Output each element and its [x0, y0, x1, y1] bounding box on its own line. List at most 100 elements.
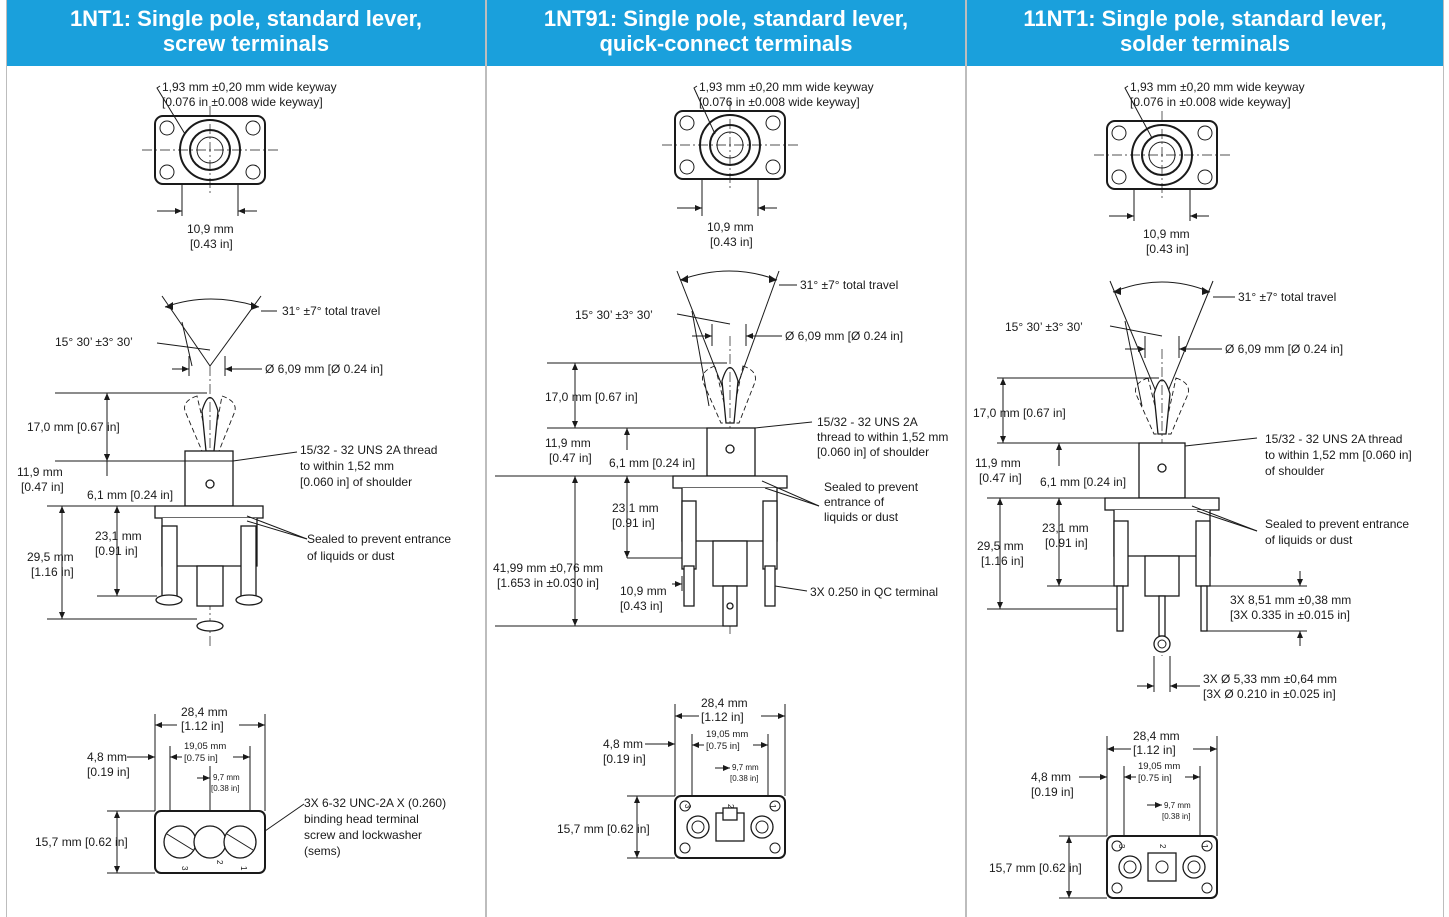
- panel-header: 1NT91: Single pole, standard lever, quic…: [487, 0, 965, 66]
- top-view: 1,93 mm ±0,20 mm wide keyway [0.076 in ±…: [662, 80, 874, 249]
- dimension-drawing: 1,93 mm ±0,20 mm wide keyway [0.076 in ±…: [493, 80, 948, 859]
- qc-in: [0.43 in]: [620, 599, 663, 613]
- width28-in: [1.12 in]: [701, 710, 744, 724]
- total-in: [1.16 in]: [31, 565, 74, 579]
- half-in: [0.38 in]: [1162, 812, 1190, 821]
- keyway-mm: 1,93 mm ±0,20 mm wide keyway: [162, 80, 337, 94]
- thread-line2: to within 1,52 mm [0.060 in]: [1265, 448, 1412, 462]
- panel-title-line2: solder terminals: [1120, 31, 1290, 56]
- dimension-drawing: 1,93 mm ±0,20 mm wide keyway [0.076 in ±…: [17, 80, 451, 874]
- pin-1: 1: [768, 804, 777, 809]
- bushing-in: [0.47 in]: [979, 471, 1022, 485]
- half-mm: 9,7 mm: [732, 763, 759, 772]
- terminal-line3: screw and lockwasher: [304, 828, 422, 842]
- edge-in: [0.19 in]: [87, 765, 130, 779]
- pitch-mm: 19,05 mm: [706, 729, 748, 740]
- bushing-mm: 11,9 mm: [975, 456, 1021, 470]
- width-mm: 10,9 mm: [1143, 227, 1190, 241]
- top-view: 1,93 mm ±0,20 mm wide keyway [0.076 in ±…: [1094, 80, 1305, 256]
- total-mm: 41,99 mm ±0,76 mm: [493, 561, 603, 575]
- lever-length: 17,0 mm [0.67 in]: [545, 390, 638, 404]
- terminal-line2: binding head terminal: [304, 812, 419, 826]
- height-label: 15,7 mm [0.62 in]: [35, 835, 128, 849]
- travel-label: 31° ±7° total travel: [1238, 290, 1336, 304]
- thread-line3: [0.060 in] of shoulder: [300, 475, 412, 489]
- width-in: [0.43 in]: [710, 235, 753, 249]
- sealed-line2: entrance of: [824, 495, 885, 509]
- panel-title-line2: quick-connect terminals: [599, 31, 853, 56]
- bottom-view: 28,4 mm [1.12 in] 19,05 mm [0.75 in] 9,7…: [557, 696, 786, 859]
- pitch-mm: 19,05 mm: [1138, 761, 1180, 772]
- pin-3: 3: [683, 804, 692, 809]
- thread-line3: [0.060 in] of shoulder: [817, 445, 929, 459]
- width-in: [0.43 in]: [1146, 242, 1189, 256]
- half-mm: 9,7 mm: [1164, 801, 1191, 810]
- keyway-mm: 1,93 mm ±0,20 mm wide keyway: [699, 80, 874, 94]
- travel-label: 31° ±7° total travel: [282, 304, 380, 318]
- panel-title-line1: 1NT1: Single pole, standard lever,: [69, 6, 423, 31]
- pin-1: 1: [239, 866, 248, 871]
- lever-length: 17,0 mm [0.67 in]: [27, 420, 120, 434]
- width28-mm: 28,4 mm: [701, 696, 748, 710]
- solder-dia-mm: 3X Ø 5,33 mm ±0,64 mm: [1203, 672, 1337, 686]
- angle-label: 15° 30’ ±3° 30’: [575, 308, 653, 322]
- height-label: 15,7 mm [0.62 in]: [989, 861, 1082, 875]
- panel-header: 1NT1: Single pole, standard lever, screw…: [7, 0, 485, 66]
- side-view: 31° ±7° total travel 15° 30’ ±3° 30’ Ø 6…: [973, 280, 1412, 701]
- pitch-in: [0.75 in]: [706, 741, 740, 752]
- bottom-view: 28,4 mm [1.12 in] 19,05 mm [0.75 in] 9,7…: [35, 705, 446, 874]
- terminal-line4: (sems): [304, 844, 341, 858]
- half-mm: 9,7 mm: [213, 773, 240, 782]
- angle-label: 15° 30’ ±3° 30’: [1005, 320, 1083, 334]
- body-in: [0.91 in]: [612, 516, 655, 530]
- sealed-line1: Sealed to prevent: [824, 480, 919, 494]
- panel-1nt1: 1NT1: Single pole, standard lever, screw…: [6, 0, 486, 917]
- solder-length-in: [3X 0.335 in ±0.015 in]: [1230, 608, 1350, 622]
- panel-title-line1: 1NT91: Single pole, standard lever,: [543, 6, 909, 31]
- thread-line1: 15/32 - 32 UNS 2A thread: [300, 443, 437, 457]
- pin-2: 2: [1158, 844, 1167, 849]
- total-in: [1.653 in ±0.030 in]: [497, 576, 599, 590]
- width-in: [0.43 in]: [190, 237, 233, 251]
- lever-length: 17,0 mm [0.67 in]: [973, 406, 1066, 420]
- pitch-in: [0.75 in]: [1138, 773, 1172, 784]
- side-view: 31° ±7° total travel 15° 30’ ±3° 30’ Ø 6…: [17, 295, 451, 646]
- body-in: [0.91 in]: [1045, 536, 1088, 550]
- keyway-in: [0.076 in ±0.008 wide keyway]: [699, 95, 860, 109]
- shoulder-label: 6,1 mm [0.24 in]: [1040, 475, 1126, 489]
- width-mm: 10,9 mm: [187, 222, 234, 236]
- panel-title-line1: 11NT1: Single pole, standard lever,: [1023, 6, 1387, 31]
- width28-mm: 28,4 mm: [1133, 729, 1180, 743]
- pitch-mm: 19,05 mm: [184, 741, 226, 752]
- panel-title-line2: screw terminals: [162, 31, 330, 56]
- travel-label: 31° ±7° total travel: [800, 278, 898, 292]
- edge-in: [0.19 in]: [1031, 785, 1074, 799]
- sealed-line2: of liquids or dust: [1265, 533, 1353, 547]
- half-in: [0.38 in]: [730, 774, 758, 783]
- angle-label: 15° 30’ ±3° 30’: [55, 335, 133, 349]
- total-mm: 29,5 mm: [977, 539, 1024, 553]
- top-view: 1,93 mm ±0,20 mm wide keyway [0.076 in ±…: [142, 80, 337, 251]
- side-view: 31° ±7° total travel 15° 30’ ±3° 30’ Ø 6…: [493, 270, 948, 636]
- width-mm: 10,9 mm: [707, 220, 754, 234]
- pin-2: 2: [726, 804, 735, 809]
- body-mm: 23,1 mm: [95, 529, 142, 543]
- qc-mm: 10,9 mm: [620, 584, 667, 598]
- height-label: 15,7 mm [0.62 in]: [557, 822, 650, 836]
- bottom-view: 28,4 mm [1.12 in] 19,05 mm [0.75 in] 9,7…: [989, 729, 1218, 899]
- edge-mm: 4,8 mm: [87, 750, 127, 764]
- body-mm: 23,1 mm: [612, 501, 659, 515]
- half-in: [0.38 in]: [211, 784, 239, 793]
- thread-line1: 15/32 - 32 UNS 2A thread: [1265, 432, 1402, 446]
- width28-in: [1.12 in]: [181, 719, 224, 733]
- solder-length-mm: 3X 8,51 mm ±0,38 mm: [1230, 593, 1351, 607]
- solder-dia-in: [3X Ø 0.210 in ±0.025 in]: [1203, 687, 1336, 701]
- terminal-line1: 3X 6-32 UNC-2A X (0.260): [304, 796, 446, 810]
- keyway-in: [0.076 in ±0.008 wide keyway]: [162, 95, 323, 109]
- keyway-in: [0.076 in ±0.008 wide keyway]: [1130, 95, 1291, 109]
- shoulder-label: 6,1 mm [0.24 in]: [87, 488, 173, 502]
- diameter-label: Ø 6,09 mm [Ø 0.24 in]: [1225, 342, 1343, 356]
- diameter-label: Ø 6,09 mm [Ø 0.24 in]: [265, 362, 383, 376]
- bushing-in: [0.47 in]: [549, 451, 592, 465]
- panel-11nt1: 11NT1: Single pole, standard lever, sold…: [966, 0, 1444, 917]
